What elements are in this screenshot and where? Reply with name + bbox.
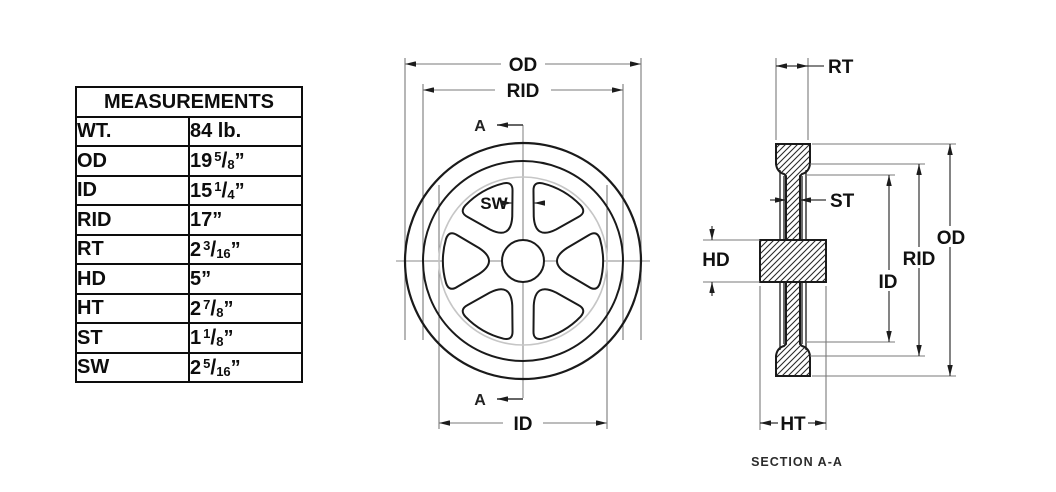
hub-bore-circle bbox=[501, 239, 545, 283]
front-id-dimension: ID bbox=[439, 413, 607, 435]
front-sw-dimension: SW bbox=[480, 194, 545, 213]
front-sw-label: SW bbox=[480, 194, 508, 213]
front-id-label: ID bbox=[514, 414, 533, 435]
measurement-label: WT. bbox=[75, 115, 190, 147]
outer-diameter-circle bbox=[403, 141, 643, 381]
section-id-dimension: ID bbox=[806, 174, 904, 343]
front-extension-lines bbox=[404, 58, 642, 429]
front-rid-label: RID bbox=[507, 81, 540, 102]
section-hd-label: HD bbox=[702, 250, 729, 271]
table-title: MEASUREMENTS bbox=[75, 86, 303, 118]
front-view: OD RID ID bbox=[396, 54, 650, 435]
measurement-label: RID bbox=[75, 204, 190, 236]
section-id-label: ID bbox=[879, 272, 898, 293]
section-st-dimension: ST bbox=[770, 191, 855, 212]
section-od-dimension: OD bbox=[812, 143, 968, 377]
rim-inner-edges bbox=[779, 170, 807, 350]
measurement-value: 17/” bbox=[188, 204, 303, 236]
section-caption: SECTION A-A bbox=[751, 455, 843, 469]
section-cut-markers: A A bbox=[474, 118, 523, 409]
section-st-label: ST bbox=[830, 191, 855, 212]
measurement-label: ID bbox=[75, 174, 190, 206]
rim-inner-circle bbox=[422, 160, 624, 362]
section-marker-a-top: A bbox=[474, 118, 486, 135]
measurement-value: 84 lb./ bbox=[188, 115, 303, 147]
section-cut-material bbox=[759, 143, 827, 377]
measurement-label: RT bbox=[75, 233, 190, 265]
table-row: RID 17/” bbox=[75, 204, 303, 236]
hub-section bbox=[759, 239, 827, 283]
section-marker-a-bottom: A bbox=[474, 392, 486, 409]
table-row: WT. 84 lb./ bbox=[75, 115, 303, 147]
wheel-circles bbox=[403, 141, 643, 381]
measurement-label: OD bbox=[75, 145, 190, 177]
front-od-label: OD bbox=[509, 55, 538, 76]
section-rt-dimension: RT bbox=[775, 57, 854, 140]
measurement-label: SW bbox=[75, 351, 190, 383]
section-ht-label: HT bbox=[780, 414, 806, 435]
front-rid-dimension: RID bbox=[423, 80, 623, 102]
section-rid-label: RID bbox=[903, 249, 936, 270]
section-view: RT ST HD HT bbox=[702, 57, 968, 469]
front-od-dimension: OD bbox=[405, 54, 641, 76]
top-rim-and-spoke-section bbox=[775, 143, 811, 241]
section-rid-dimension: RID bbox=[810, 163, 940, 357]
section-ht-dimension: HT bbox=[759, 286, 827, 435]
spoke-boundary-circle bbox=[438, 176, 608, 346]
bottom-rim-and-spoke-section bbox=[775, 281, 811, 377]
section-od-label: OD bbox=[937, 228, 966, 249]
section-hd-dimension: HD bbox=[702, 226, 760, 296]
measurements-table: MEASUREMENTS WT. 84 lb./ OD 195/8” ID 15… bbox=[75, 86, 303, 383]
table-header-row: MEASUREMENTS bbox=[75, 86, 303, 118]
measurement-label: ST bbox=[75, 322, 190, 354]
section-rt-label: RT bbox=[828, 57, 854, 78]
